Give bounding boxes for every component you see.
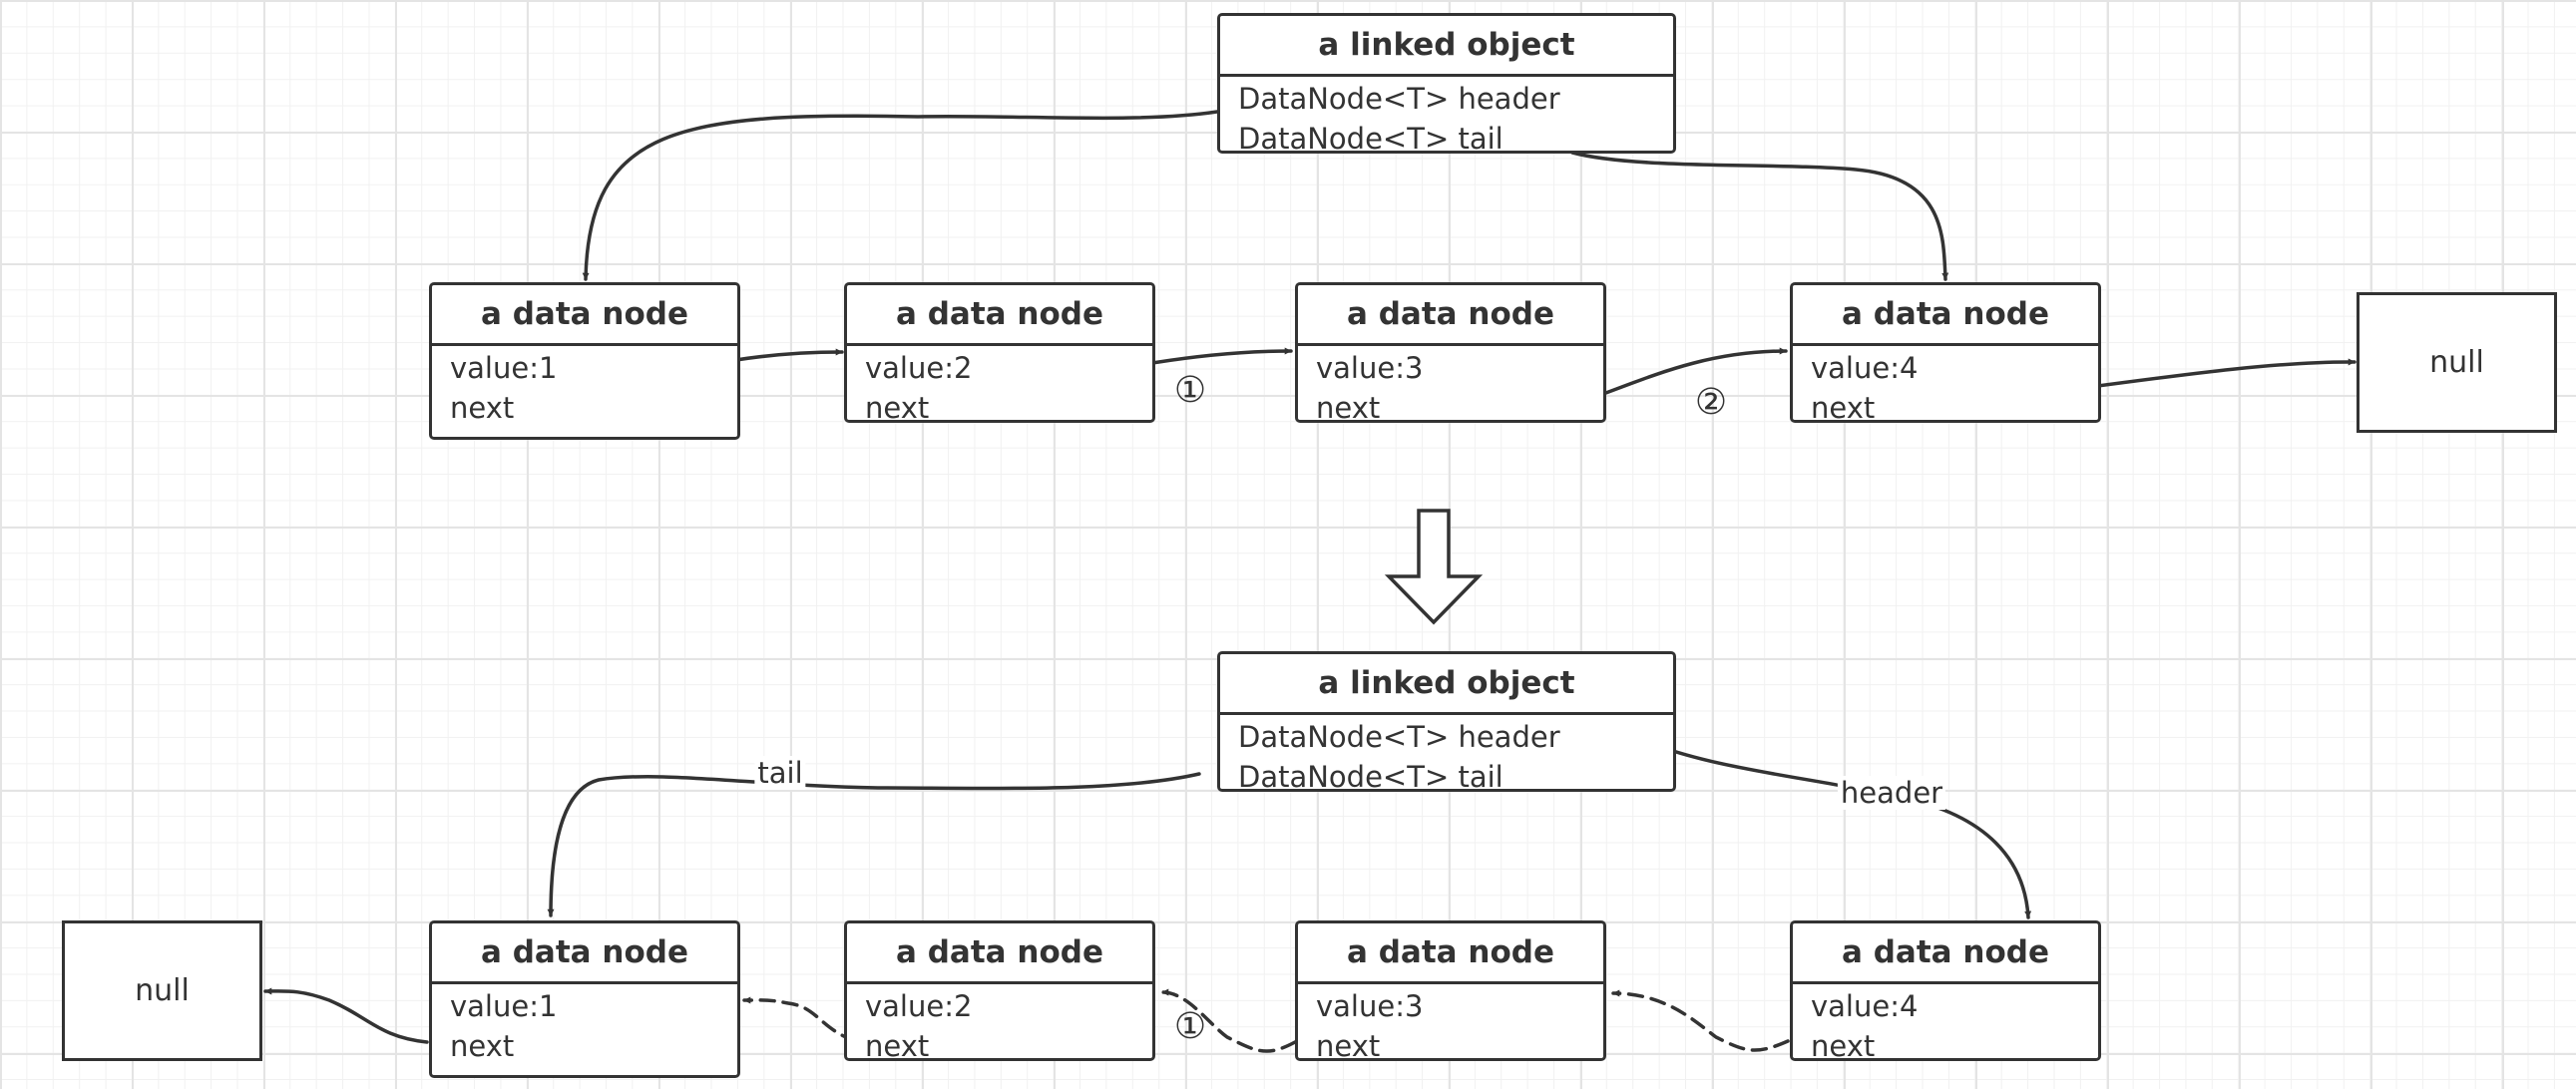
- next-field: next: [865, 1029, 930, 1063]
- tail-pointer-arrow-bottom: [547, 772, 1201, 917]
- reversed-next-arrow-2-to-1: [742, 996, 857, 1043]
- data-node-title: a data node: [1298, 285, 1603, 346]
- header-pointer-arrow-bottom: [1628, 732, 2032, 919]
- next-field: next: [1316, 1029, 1381, 1063]
- next-field: next: [1316, 391, 1381, 425]
- next-field: next: [865, 391, 930, 425]
- tail-pointer-arrow: [1570, 151, 1949, 281]
- data-node-title: a data node: [1793, 923, 2098, 984]
- step-marker-2: ②: [1694, 382, 1728, 423]
- next-field: next: [450, 1029, 515, 1063]
- linked-object-title: a linked object: [1220, 654, 1673, 715]
- step-marker-bottom-1: ①: [1173, 1006, 1207, 1047]
- value-field: value:4: [1811, 351, 1919, 385]
- data-node-bottom-1: a data node value:1 next: [429, 920, 740, 1078]
- data-node-title: a data node: [847, 285, 1152, 346]
- data-node-bottom-4: a data node value:4 next: [1790, 920, 2101, 1063]
- value-field: value:2: [865, 989, 973, 1023]
- null-box-bottom: null: [62, 920, 262, 1061]
- data-node-title: a data node: [1298, 923, 1603, 984]
- next-field: next: [450, 391, 515, 425]
- header-pointer-arrow: [582, 110, 1219, 281]
- reversed-next-arrow-3-to-2: [1160, 988, 1297, 1053]
- data-node-top-1: a data node value:1 next: [429, 282, 740, 440]
- header-field: DataNode<T> header: [1238, 720, 1560, 754]
- data-node-bottom-2: a data node value:2 next: [844, 920, 1155, 1063]
- edge-label-header: header: [1837, 776, 1946, 810]
- data-node-top-3: a data node value:3 next: [1295, 282, 1606, 425]
- next-arrow-1-to-null: [263, 987, 429, 1044]
- data-node-title: a data node: [847, 923, 1152, 984]
- data-node-title: a data node: [1793, 285, 2098, 346]
- data-node-title: a data node: [432, 923, 737, 984]
- null-box-top: null: [2357, 292, 2557, 433]
- transform-down-arrow: [1384, 509, 1484, 625]
- value-field: value:4: [1811, 989, 1919, 1023]
- reversed-next-arrow-4-to-3: [1611, 989, 1790, 1052]
- value-field: value:1: [450, 989, 558, 1023]
- value-field: value:3: [1316, 351, 1424, 385]
- value-field: value:2: [865, 351, 973, 385]
- tail-field: DataNode<T> tail: [1238, 122, 1503, 156]
- tail-field: DataNode<T> tail: [1238, 760, 1503, 794]
- next-field: next: [1811, 1029, 1876, 1063]
- next-field: next: [1811, 391, 1876, 425]
- data-node-top-2: a data node value:2 next: [844, 282, 1155, 425]
- value-field: value:3: [1316, 989, 1424, 1023]
- data-node-top-4: a data node value:4 next: [1790, 282, 2101, 425]
- data-node-title: a data node: [432, 285, 737, 346]
- linked-object-top: a linked object DataNode<T> header DataN…: [1217, 13, 1676, 156]
- linked-object-bottom: a linked object DataNode<T> header DataN…: [1217, 651, 1676, 794]
- edge-label-tail: tail: [754, 756, 806, 790]
- data-node-bottom-3: a data node value:3 next: [1295, 920, 1606, 1063]
- step-marker-1: ①: [1173, 370, 1207, 411]
- header-field: DataNode<T> header: [1238, 82, 1560, 116]
- value-field: value:1: [450, 351, 558, 385]
- linked-object-title: a linked object: [1220, 16, 1673, 77]
